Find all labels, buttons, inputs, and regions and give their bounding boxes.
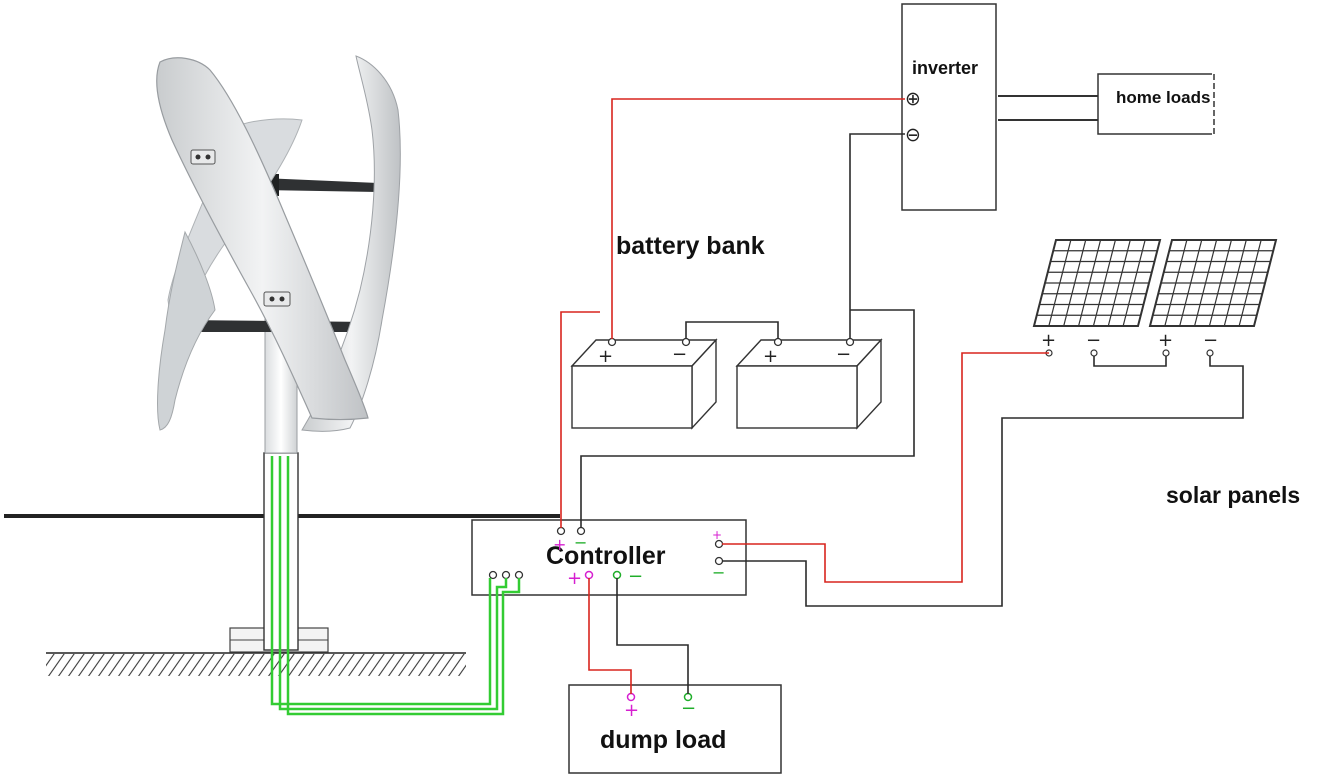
svg-text:+: + <box>1041 330 1056 351</box>
inverter-label: inverter <box>912 58 978 78</box>
wire-panel-link <box>1093 356 1167 367</box>
turbine-blade-left <box>157 230 216 431</box>
battery-2-positive-terminal <box>773 337 783 347</box>
svg-text:+: + <box>763 346 778 367</box>
wire-inverter-negative <box>849 133 905 339</box>
svg-text:+: + <box>1158 330 1173 351</box>
wire-battery-negative-controller <box>580 309 915 528</box>
wire-solar-positive <box>722 352 1049 583</box>
blade-connector-upper <box>190 149 216 165</box>
inverter-box <box>901 3 997 211</box>
home-loads: home loads <box>998 73 1215 135</box>
wind-turbine <box>156 55 401 653</box>
battery-bank-label: battery bank <box>616 232 765 260</box>
svg-text:+: + <box>624 700 639 721</box>
ground-hatching <box>46 654 466 676</box>
svg-text:−: − <box>712 563 725 582</box>
controller: Controller + − + − + − <box>471 519 747 596</box>
dump-load-box <box>568 684 782 774</box>
turbine-blade-right <box>301 55 401 432</box>
dump-load: dump load + − <box>568 684 782 774</box>
solar-panels-label: solar panels <box>1166 482 1300 508</box>
turbine-wiring <box>270 456 521 716</box>
dump-load-label: dump load <box>600 726 726 754</box>
battery-2: + − <box>735 337 883 430</box>
svg-text:−: − <box>681 698 696 719</box>
svg-text:−: − <box>1203 330 1218 351</box>
wire-solar-negative <box>722 356 1244 607</box>
inverter-plus-terminal: ⊕ <box>905 88 921 110</box>
wire-turbine-3 <box>286 456 521 716</box>
svg-text:−: − <box>628 566 643 587</box>
blade-connector-lower <box>263 291 291 307</box>
wire-dump-negative <box>616 578 689 694</box>
wire-turbine-1 <box>270 456 492 706</box>
turbine-blade-front <box>156 57 369 421</box>
wire-turbine-2 <box>278 456 508 711</box>
svg-text:−: − <box>836 344 851 365</box>
wiring <box>560 98 1244 694</box>
controller-label: Controller <box>546 542 666 570</box>
solar-panel-terminals: + − + − <box>1041 330 1218 357</box>
wire-dump-positive <box>588 578 632 694</box>
svg-text:−: − <box>672 344 687 365</box>
svg-text:−: − <box>574 533 587 552</box>
svg-text:+: + <box>598 346 613 367</box>
battery-1: + − <box>570 337 718 430</box>
controller-box <box>471 519 747 596</box>
turbine-arm-upper <box>262 178 378 192</box>
svg-text:+: + <box>712 528 722 542</box>
solar-panel-1 <box>1032 239 1162 327</box>
svg-text:+: + <box>553 535 566 554</box>
battery-1-positive-terminal <box>607 337 617 347</box>
solar-panel-2 <box>1148 239 1278 327</box>
svg-text:+: + <box>567 568 582 589</box>
wire-inverter-positive <box>611 98 905 339</box>
home-loads-label: home loads <box>1116 88 1210 107</box>
wire-battery-link <box>685 321 779 339</box>
wire-battery-positive-controller <box>560 311 600 528</box>
inverter: inverter ⊕ ⊖ <box>901 3 997 211</box>
inverter-minus-terminal: ⊖ <box>905 124 921 146</box>
home-loads-box <box>1097 73 1212 135</box>
svg-text:−: − <box>1086 330 1101 351</box>
